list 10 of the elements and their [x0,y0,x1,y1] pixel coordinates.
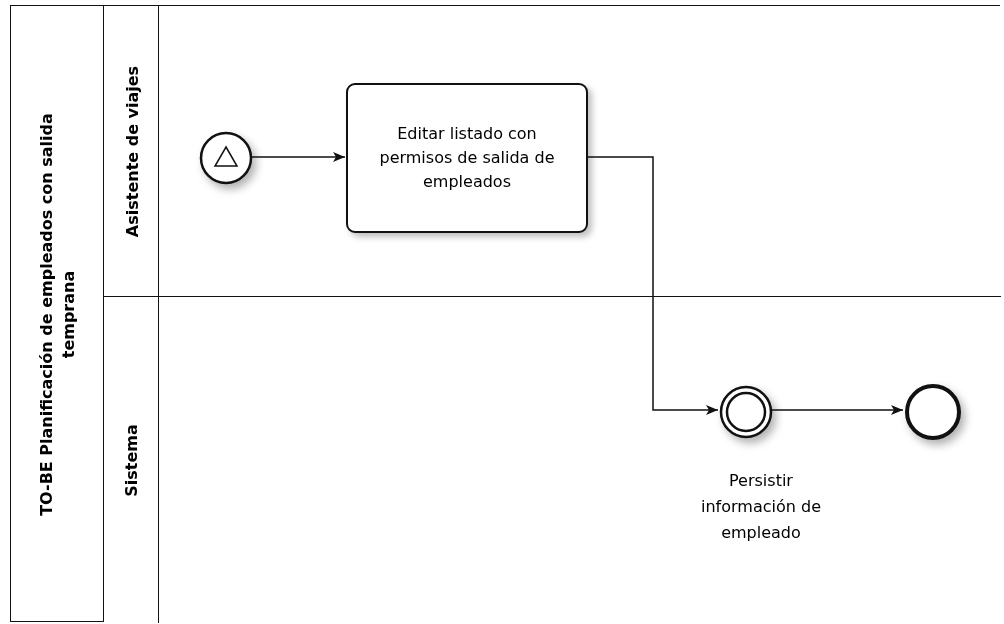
lane-title: Sistema [120,424,142,497]
sequence-flow-arrow [771,405,904,415]
swimlane [104,296,1001,623]
task-box [346,83,588,233]
event-label: Persistir información de empleado [700,470,822,544]
sequence-flow-arrow [586,156,719,415]
lane-title: Asistente de viajes [120,65,142,237]
task-label: Editar listado con permisos de salida de empleados [378,123,556,193]
sequence-flow-arrow [251,152,346,162]
pool-title: TO-BE Planificación de empleados con salida temprana [35,112,79,518]
